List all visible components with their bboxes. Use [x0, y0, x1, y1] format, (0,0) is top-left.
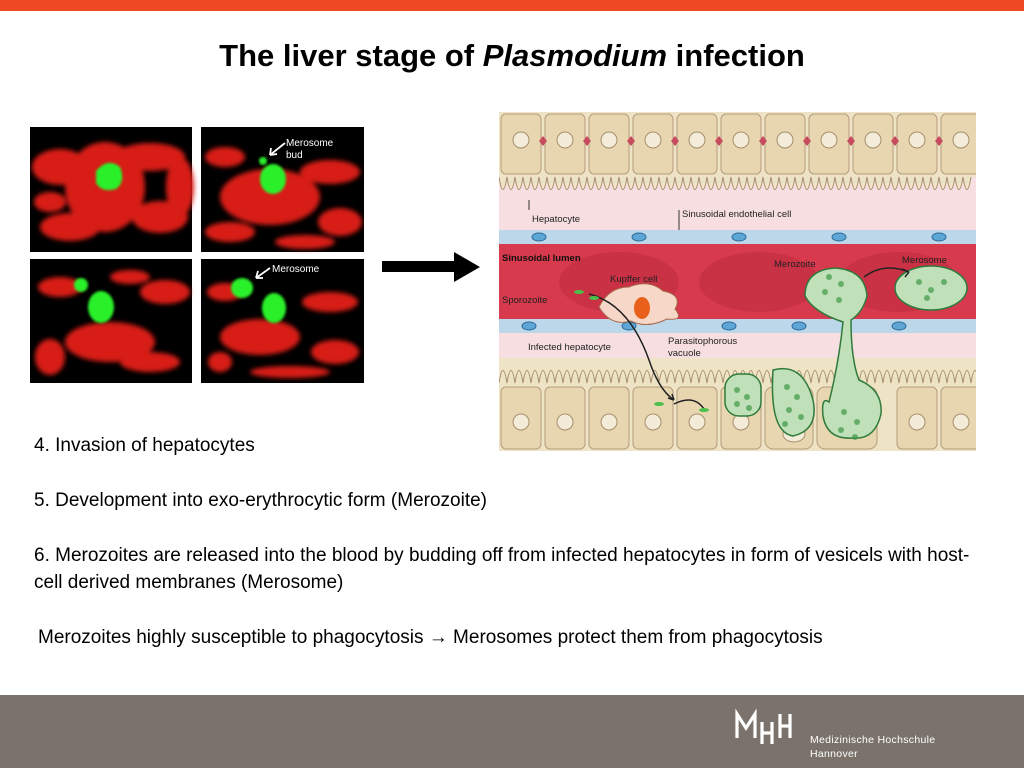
- kupffer-cell: [598, 283, 680, 325]
- note-arrow-icon: →: [428, 627, 448, 648]
- label-kupffer: Kupffer cell: [610, 274, 657, 285]
- liver-diagram: Hepatocyte Sinusoidal endothelial cell S…: [498, 112, 988, 451]
- microscopy-panels: Merosome bud: [30, 127, 364, 383]
- institution-name: Medizinische Hochschule Hannover: [810, 733, 935, 761]
- title-italic: Plasmodium: [482, 38, 668, 73]
- label-merosome-panel: Merosome: [272, 264, 320, 275]
- label-infected: Infected hepatocyte: [528, 342, 611, 353]
- slide-title: The liver stage of Plasmodium infection: [0, 38, 1024, 74]
- point-release: 6. Merozoites are released into the bloo…: [34, 545, 970, 593]
- footer-bar: [0, 695, 1024, 768]
- note-phagocytosis: Merozoites highly susceptible to phagocy…: [38, 624, 938, 651]
- hepatocyte-row-top: [498, 112, 982, 190]
- note-part2: Merosomes protect them from phagocytosis: [447, 627, 823, 648]
- label-lumen: Sinusoidal lumen: [502, 253, 581, 264]
- point-invasion: 4. Invasion of hepatocytes: [34, 435, 255, 456]
- micro-panel-1: [30, 127, 194, 252]
- point-development: 5. Development into exo-erythrocytic for…: [34, 490, 487, 511]
- micro-panel-2: Merosome bud: [201, 127, 364, 252]
- title-suffix: infection: [667, 38, 805, 73]
- label-merosome-bud-2: bud: [286, 150, 303, 161]
- title-prefix: The liver stage of: [219, 38, 483, 73]
- label-merozoite: Merozoite: [774, 259, 816, 270]
- mhh-logo-icon: [735, 708, 792, 744]
- right-arrow-icon: [382, 252, 480, 282]
- label-hepatocyte: Hepatocyte: [532, 214, 580, 225]
- top-accent-bar: [0, 0, 1024, 11]
- label-sporozoite: Sporozoite: [502, 295, 547, 306]
- label-vacuole-1: Parasitophorous: [668, 336, 737, 347]
- note-part1: Merozoites highly susceptible to phagocy…: [38, 627, 429, 648]
- label-vacuole-2: vacuole: [668, 348, 701, 359]
- merozoite-clusters: [724, 265, 968, 439]
- label-endothelial: Sinusoidal endothelial cell: [682, 209, 791, 220]
- institution-line-1: Medizinische Hochschule: [810, 734, 936, 746]
- micro-panel-3: [30, 259, 192, 383]
- institution-line-2: Hannover: [810, 748, 858, 760]
- label-merosome: Merosome: [902, 255, 947, 266]
- label-merosome-bud-1: Merosome: [286, 138, 334, 149]
- micro-panel-4: Merosome: [201, 259, 364, 383]
